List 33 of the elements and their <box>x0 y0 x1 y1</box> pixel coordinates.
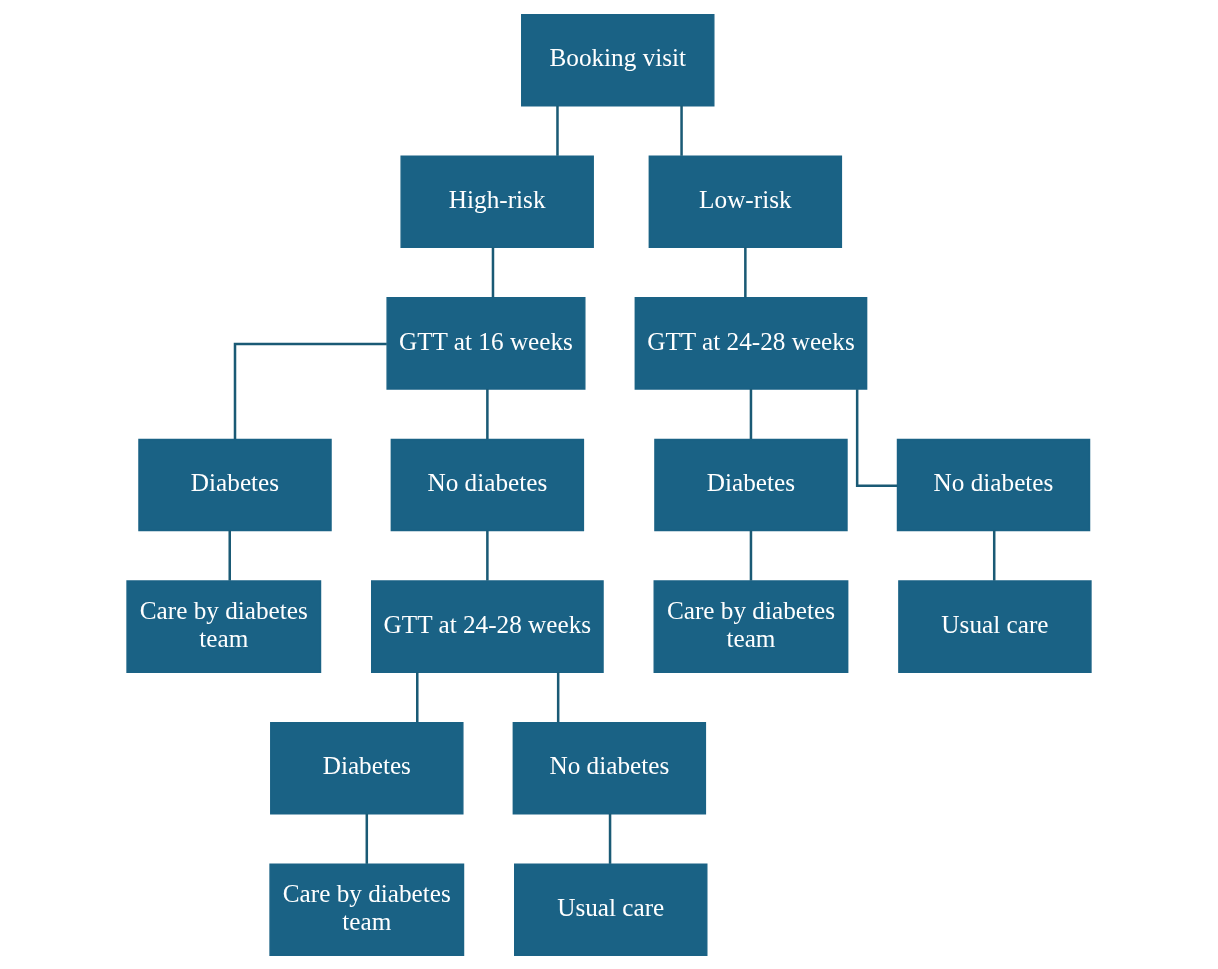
connector <box>486 530 489 581</box>
connector <box>749 388 753 439</box>
node-box: Booking visit <box>521 13 715 106</box>
connector <box>233 342 387 439</box>
node-box: GTT at 24-28 weeks <box>634 296 868 390</box>
connector <box>556 671 560 722</box>
node-box: Usual care <box>898 579 1092 673</box>
connector <box>992 530 996 581</box>
connector <box>228 530 231 581</box>
node-box: Care by diabetes team <box>653 579 849 673</box>
connector <box>416 671 419 722</box>
connector <box>365 813 369 864</box>
connector <box>744 246 747 297</box>
connector <box>486 388 489 439</box>
connector <box>491 246 495 297</box>
node-box: Low-risk <box>648 155 843 248</box>
node-box: Care by diabetes team <box>126 579 322 673</box>
connector <box>556 105 559 156</box>
connector <box>749 530 753 581</box>
node-box: Care by diabetes team <box>269 863 465 956</box>
node-box: No diabetes <box>896 438 1091 531</box>
node-box: Usual care <box>514 863 708 956</box>
connector <box>680 105 683 156</box>
connector <box>855 388 898 487</box>
node-box: No diabetes <box>390 438 585 531</box>
node-box: No diabetes <box>512 721 707 814</box>
node-box: Diabetes <box>270 721 464 814</box>
node-box: GTT at 16 weeks <box>386 296 586 390</box>
node-box: High-risk <box>400 155 594 248</box>
node-box: Diabetes <box>654 438 848 531</box>
node-box: GTT at 24-28 weeks <box>371 579 604 673</box>
connector <box>608 813 612 864</box>
node-box: Diabetes <box>138 438 332 531</box>
